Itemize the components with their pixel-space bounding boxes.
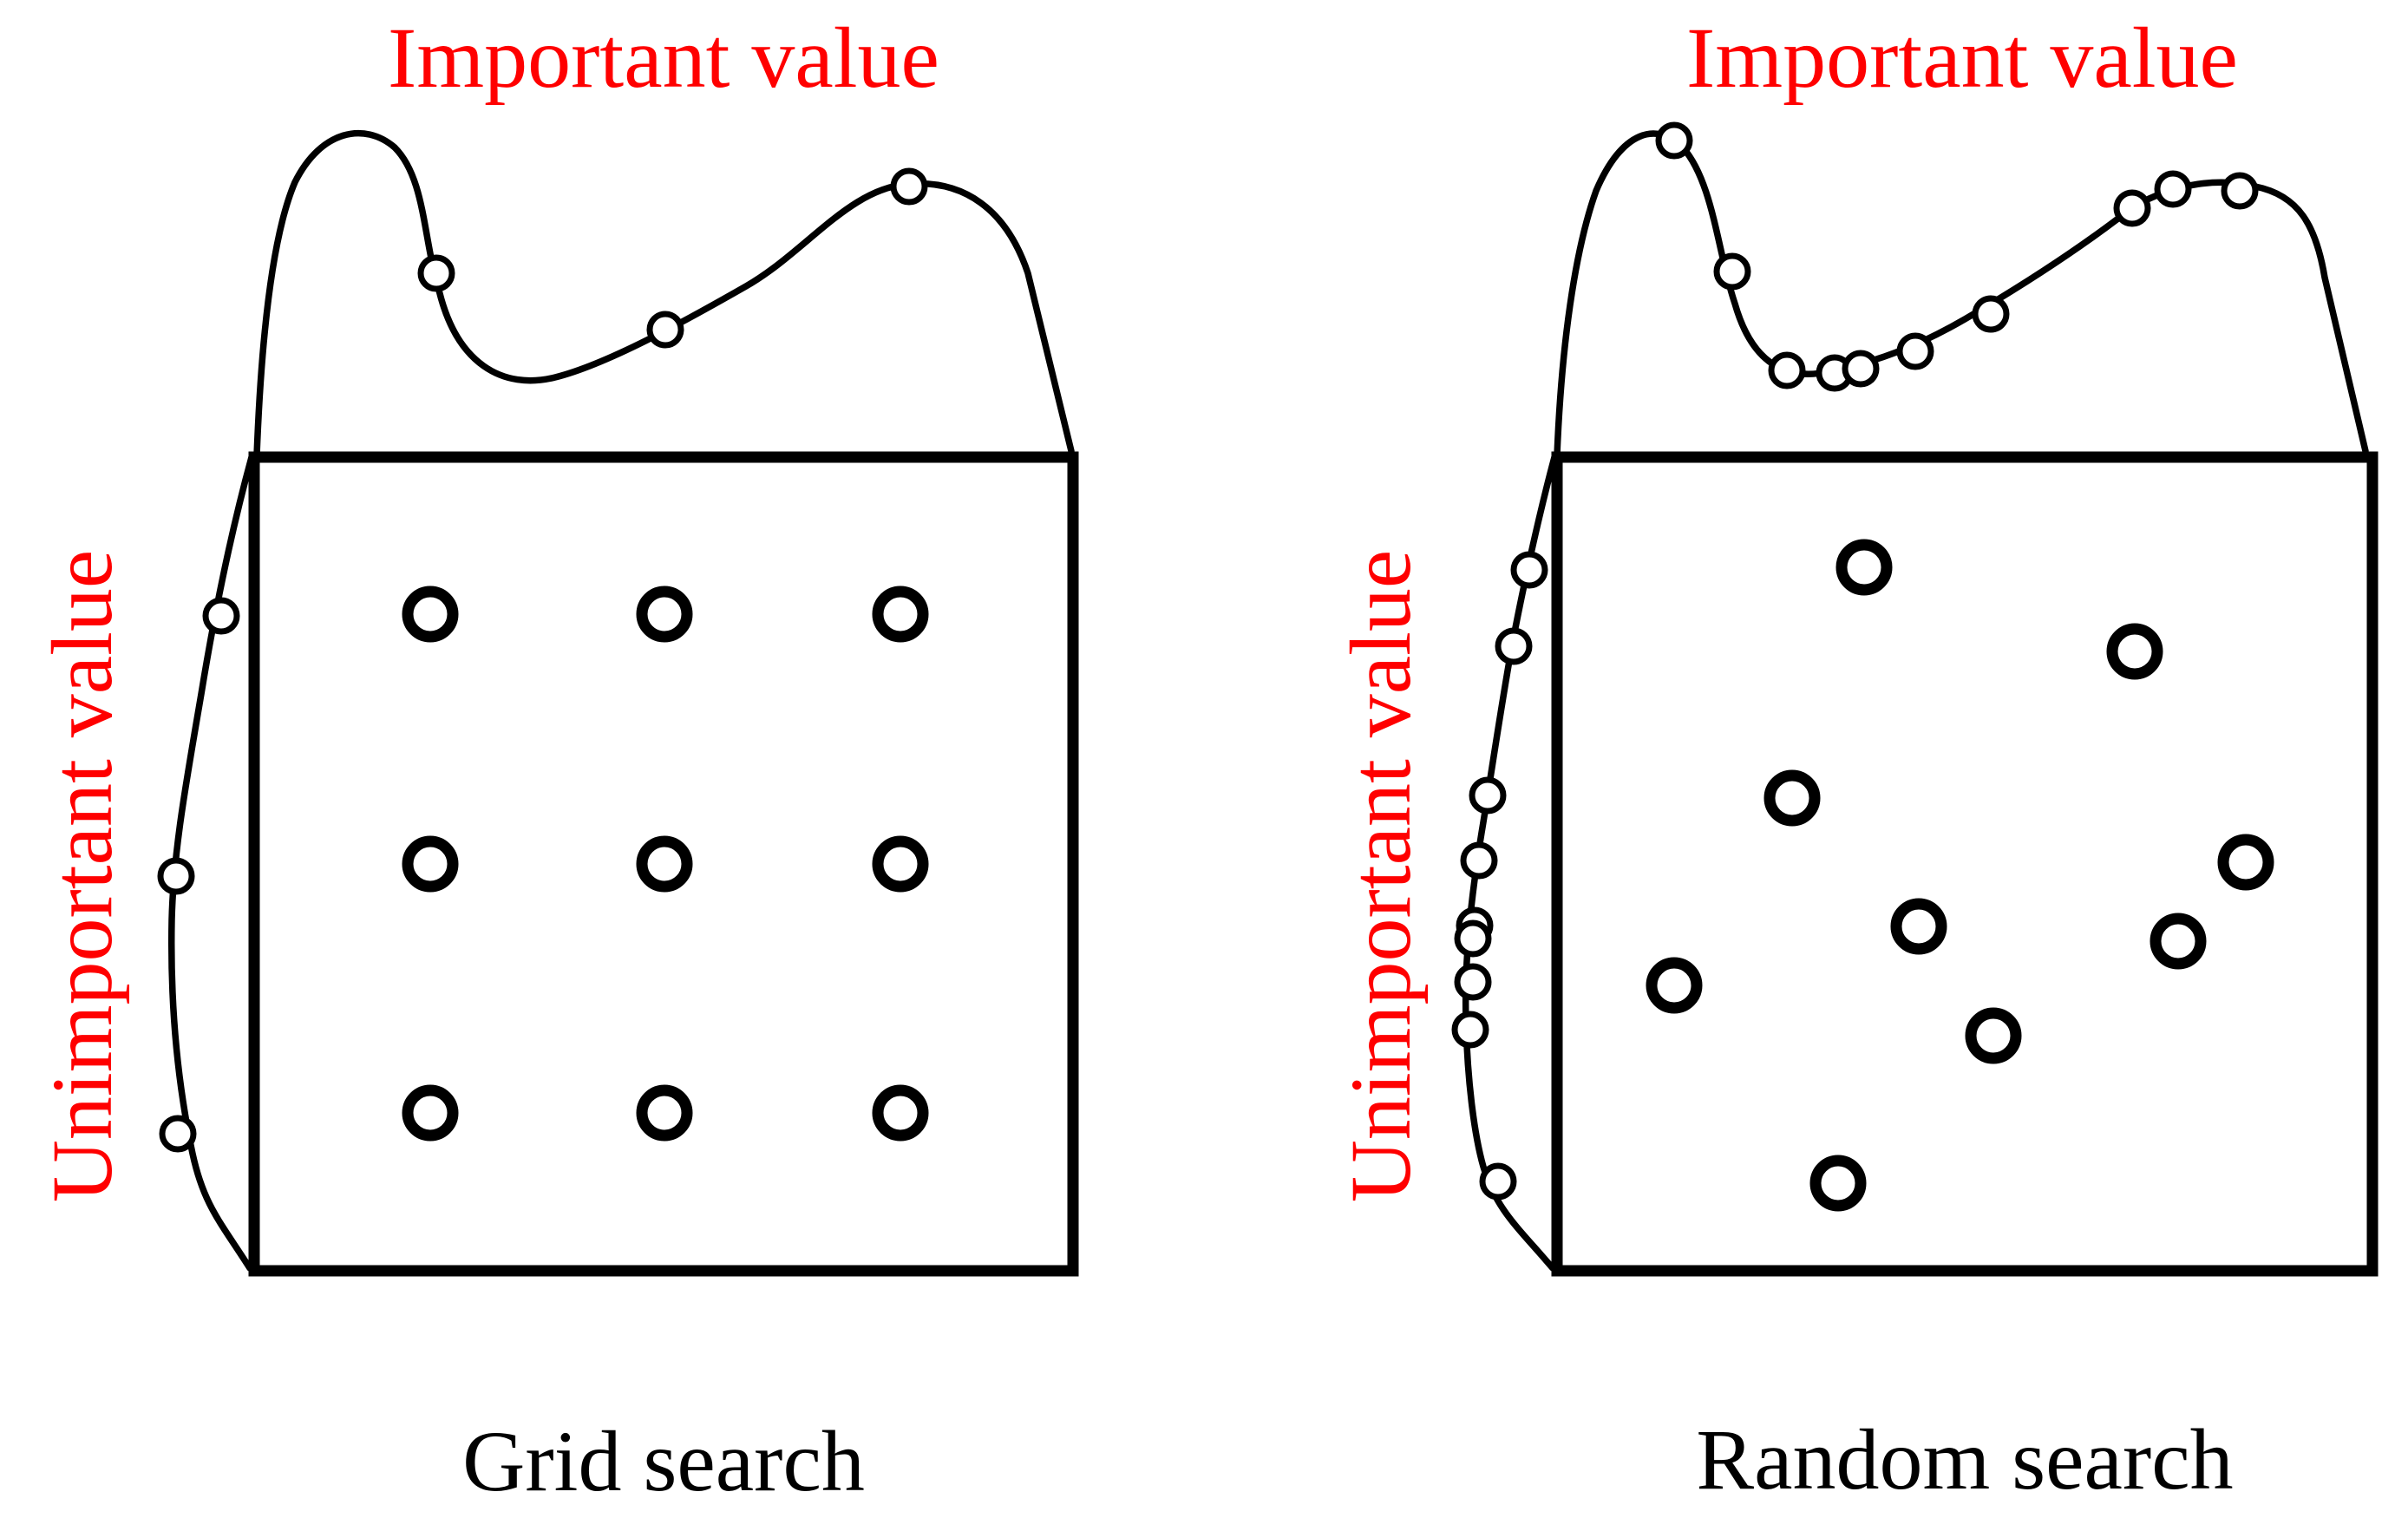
random-search-panel: Important value Unimportant value (1332, 10, 2379, 1508)
random-important-curve-point (2221, 172, 2259, 210)
random-unimportant-curve-point (1454, 919, 1492, 958)
random-unimportant-curve-point (1479, 1162, 1517, 1201)
random-search-caption: Random search (1696, 1411, 2233, 1508)
grid-important-curve-point (417, 254, 455, 292)
grid-unimportant-value-label: Unimportant value (34, 550, 130, 1203)
random-unimportant-curve-point (1460, 841, 1498, 880)
grid-unimportant-curve-point (159, 1115, 197, 1153)
grid-unimportant-curve-point (157, 857, 195, 895)
grid-sample-point (872, 586, 929, 643)
random-important-curve-point (1655, 121, 1693, 160)
random-important-curve-point (2154, 170, 2192, 208)
random-important-curve-point (1768, 351, 1806, 389)
random-sample-point (1809, 1155, 1867, 1212)
grid-important-curve-point (890, 167, 928, 206)
random-unimportant-value-label: Unimportant value (1332, 550, 1429, 1203)
random-important-curve-point (1713, 252, 1751, 291)
grid-sample-point (636, 1084, 693, 1142)
grid-unimportant-curve-points (157, 597, 240, 1153)
random-samples (1646, 539, 2274, 1212)
random-important-value-label: Important value (1686, 10, 2238, 106)
random-important-curve-point (2113, 189, 2151, 227)
random-sample-point (2217, 834, 2274, 891)
random-sample-point (1646, 957, 1703, 1014)
random-sample-point (1763, 769, 1821, 827)
random-sample-point (2150, 913, 2207, 970)
grid-sample-point (402, 835, 459, 893)
random-unimportant-curve-point (1495, 627, 1533, 665)
grid-sample-point (636, 586, 693, 643)
random-sample-point (1890, 898, 1947, 955)
grid-samples (402, 586, 929, 1142)
grid-search-panel: Important value Unimportant value (34, 10, 1079, 1509)
random-unimportant-curve-point (1454, 963, 1492, 1001)
grid-search-space-box (248, 451, 1079, 1277)
grid-sample-point (636, 835, 693, 893)
grid-important-curve-point (646, 311, 684, 349)
random-important-curve-point (1896, 332, 1934, 370)
random-sample-point (2106, 623, 2163, 680)
random-sample-point (1965, 1007, 2022, 1064)
random-unimportant-curve-points (1451, 551, 1548, 1201)
grid-important-value-label: Important value (388, 10, 939, 106)
random-important-curve-points (1655, 121, 2259, 392)
random-unimportant-curve-point (1510, 551, 1548, 589)
grid-search-caption: Grid search (462, 1413, 865, 1509)
random-sample-point (1835, 539, 1893, 596)
random-important-curve-point (1972, 295, 2010, 333)
random-unimportant-curve-point (1469, 776, 1507, 815)
grid-sample-point (872, 835, 929, 893)
grid-important-curve (253, 129, 1075, 459)
grid-sample-point (872, 1084, 929, 1142)
grid-important-curve-points (417, 167, 928, 349)
grid-unimportant-curve-point (202, 597, 240, 635)
random-search-space-box (1551, 451, 2379, 1277)
random-unimportant-curve-point (1451, 1011, 1489, 1049)
grid-sample-point (402, 1084, 459, 1142)
random-important-curve-point (1842, 350, 1880, 388)
grid-sample-point (402, 586, 459, 643)
